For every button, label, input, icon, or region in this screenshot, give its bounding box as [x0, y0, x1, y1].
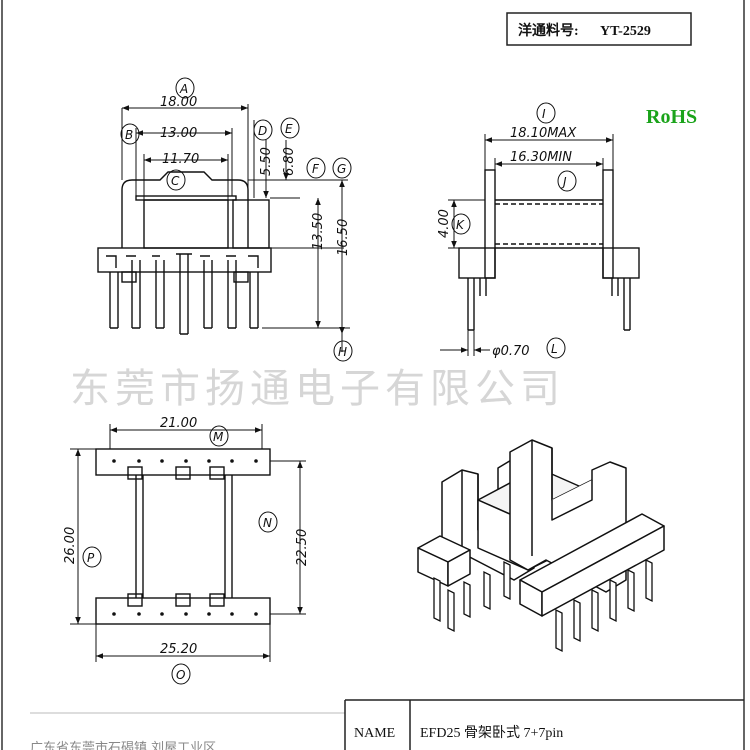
- rohs-mark: RoHS: [646, 106, 697, 128]
- front-view-callout-letters: A B C D E F G H: [125, 82, 347, 359]
- dim-f-value: 13.50: [311, 213, 326, 250]
- name-value: EFD25 骨架卧式 7+7pin: [420, 725, 563, 741]
- callout-k: K: [456, 218, 465, 232]
- front-view-callouts: [120, 77, 353, 362]
- dim-b-value: 13.00: [160, 126, 197, 141]
- name-label: NAME: [354, 726, 395, 741]
- front-view-dims: [121, 104, 350, 352]
- factory-address: 广东省东莞市石碣镇 刘屋工业区: [30, 740, 216, 750]
- dim-g-value: 16.50: [336, 219, 351, 256]
- callout-m: M: [213, 430, 224, 444]
- dim-l-value: φ0.70: [492, 344, 530, 359]
- callout-c: C: [171, 174, 180, 188]
- dim-c-value: 11.70: [162, 152, 199, 167]
- side-view: [458, 169, 640, 331]
- callout-h: H: [338, 345, 347, 359]
- callout-g: G: [337, 162, 346, 176]
- dim-e-value: 6.80: [282, 147, 297, 176]
- callout-b: B: [125, 128, 133, 142]
- callout-n: N: [263, 516, 272, 530]
- callout-l: L: [551, 342, 558, 356]
- isometric-view: [417, 439, 665, 617]
- dim-j-value: 16.30MIN: [510, 150, 572, 165]
- side-view-dim-text: 18.10MAX 16.30MIN 4.00 φ0.70: [437, 126, 577, 359]
- dim-a-value: 18.00: [160, 95, 197, 110]
- top-view: [95, 448, 271, 625]
- callout-p: P: [87, 551, 95, 565]
- callout-j: J: [561, 175, 567, 189]
- top-view-dims: [70, 424, 306, 662]
- dim-k-value: 4.00: [437, 209, 452, 238]
- front-view: [97, 171, 272, 335]
- part-number-box: 洋通料号: YT-2529: [506, 12, 692, 46]
- side-view-dims: [440, 134, 614, 356]
- callout-f: F: [312, 162, 320, 176]
- part-number-label: 洋通料号:: [518, 22, 579, 39]
- dim-i-value: 18.10MAX: [510, 126, 577, 141]
- side-view-callout-letters: I J K L: [456, 107, 567, 356]
- callout-o: O: [176, 668, 185, 682]
- part-number-value: YT-2529: [600, 24, 651, 39]
- top-view-dim-text: 21.00 22.50 26.00 25.20: [63, 416, 310, 657]
- dim-d-value: 5.50: [259, 147, 274, 176]
- dim-m-value: 21.00: [160, 416, 197, 431]
- front-view-dim-text: 18.00 13.00 11.70 5.50 6.80 13.50 16.50: [160, 95, 351, 256]
- callout-e: E: [285, 122, 293, 136]
- company-watermark: 东莞市扬通电子有限公司: [70, 366, 565, 412]
- dim-p-value: 26.00: [63, 527, 78, 564]
- callout-a: A: [179, 82, 188, 96]
- top-view-pin-holes: [112, 459, 258, 616]
- top-view-callouts: [82, 425, 278, 685]
- top-view-callout-letters: M N O P: [87, 430, 272, 682]
- side-view-callouts: [451, 102, 577, 359]
- dim-n-value: 22.50: [295, 529, 310, 566]
- callout-i: I: [542, 107, 546, 121]
- isometric-pins: [433, 558, 653, 653]
- callout-d: D: [258, 124, 267, 138]
- dim-o-value: 25.20: [160, 642, 197, 657]
- title-strip: NAME EFD25 骨架卧式 7+7pin 广东省东莞市石碣镇 刘屋工业区: [30, 699, 744, 750]
